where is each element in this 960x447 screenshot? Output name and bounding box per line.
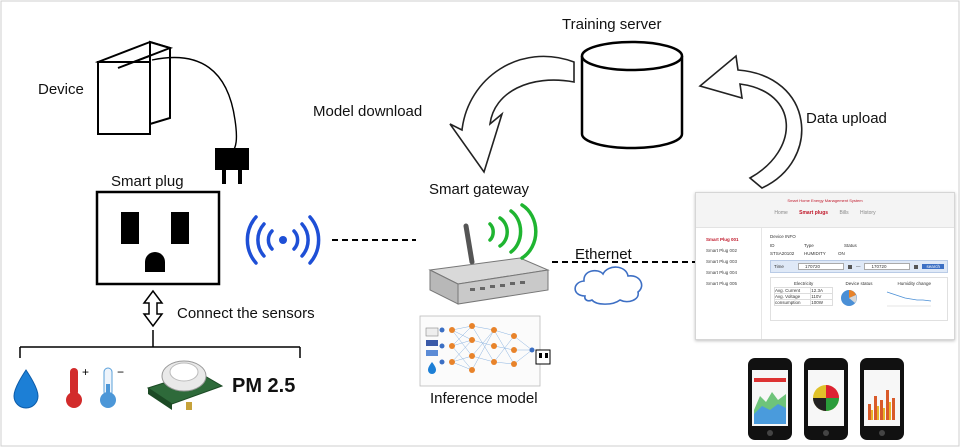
nav-smart-plugs[interactable]: Smart plugs [799, 210, 829, 216]
sidebar-item[interactable]: Smart Plug 001 [706, 237, 739, 242]
device-icon [94, 40, 174, 135]
time-to-input[interactable]: 170720 [864, 263, 911, 270]
data-upload-label: Data upload [806, 110, 887, 127]
wireless-signal-icon [245, 215, 321, 265]
dashboard-header: Smart Home Energy Management System Home… [696, 193, 954, 228]
device-info-title: Device INFO [769, 234, 796, 239]
gateway-router-icon [428, 223, 550, 305]
inference-model-icon [419, 315, 551, 387]
connect-double-arrow-icon [142, 289, 164, 328]
calendar-icon[interactable] [914, 264, 919, 269]
connect-sensors-label: Connect the sensors [177, 305, 315, 322]
svg-text:+: + [82, 365, 89, 379]
svg-text:−: − [117, 365, 124, 379]
gateway-wifi-icon [488, 203, 538, 260]
training-server-label: Training server [562, 16, 661, 33]
device-table-row: STSA20102 HUMIDITY ON [769, 251, 845, 256]
search-button[interactable]: search [922, 264, 944, 269]
thermometer-hot-icon: + [66, 365, 89, 408]
nav-home[interactable]: Home [774, 210, 788, 216]
sensor-bracket [19, 330, 301, 358]
dashboard-body: Smart Plug 001 Smart Plug 002 Smart Plug… [696, 228, 954, 339]
status-pie-chart [841, 290, 858, 306]
nav-bills[interactable]: Bills [839, 210, 849, 216]
dashboard-title: Smart Home Energy Management System [787, 198, 863, 203]
thermometer-cold-icon: − [100, 365, 124, 408]
smart-plug-outlet-icon [95, 190, 221, 286]
training-server-icon [580, 40, 684, 150]
dashboard-sidebar: Smart Plug 001 Smart Plug 002 Smart Plug… [696, 228, 762, 339]
model-download-arrow [449, 55, 575, 174]
time-from-input[interactable]: 170720 [797, 263, 844, 270]
power-plug-icon [215, 148, 249, 184]
ethernet-label: Ethernet [575, 246, 633, 263]
humidity-drop-icon [13, 369, 39, 409]
time-filter-bar: Time 170720 — 170720 search [769, 260, 948, 273]
pm-sensor-board-icon [146, 360, 224, 410]
nav-history[interactable]: History [860, 210, 876, 216]
dashboard-main: Device INFO ID Type Status STSA20102 HUM… [762, 228, 954, 339]
pm25-label: PM 2.5 [232, 375, 295, 397]
device-cable [151, 56, 238, 153]
smartphone-pie-icon [804, 358, 848, 440]
smartphone-column-icon [860, 358, 904, 440]
sidebar-item[interactable]: Smart Plug 004 [706, 270, 738, 275]
smartphone-bar-icon [748, 358, 792, 440]
device-table-header: ID Type Status [769, 243, 857, 248]
sidebar-item[interactable]: Smart Plug 002 [706, 248, 738, 253]
data-upload-arrow [698, 54, 803, 189]
calendar-icon[interactable] [847, 264, 852, 269]
smart-plug-label: Smart plug [111, 173, 184, 190]
device-label: Device [38, 81, 84, 98]
dashboard-window: Smart Home Energy Management System Home… [695, 192, 955, 340]
model-download-label: Model download [313, 103, 422, 120]
sidebar-item[interactable]: Smart Plug 005 [706, 281, 738, 286]
device-status-panel: Device status [837, 281, 880, 317]
humidity-panel: Humidity change [885, 281, 944, 317]
sidebar-item[interactable]: Smart Plug 003 [706, 259, 738, 264]
humidity-line-chart [886, 291, 931, 307]
dashboard-nav: Home Smart plugs Bills History [696, 210, 954, 216]
cloud-icon [574, 266, 643, 305]
smart-gateway-label: Smart gateway [429, 181, 530, 198]
inference-model-label: Inference model [430, 390, 538, 407]
